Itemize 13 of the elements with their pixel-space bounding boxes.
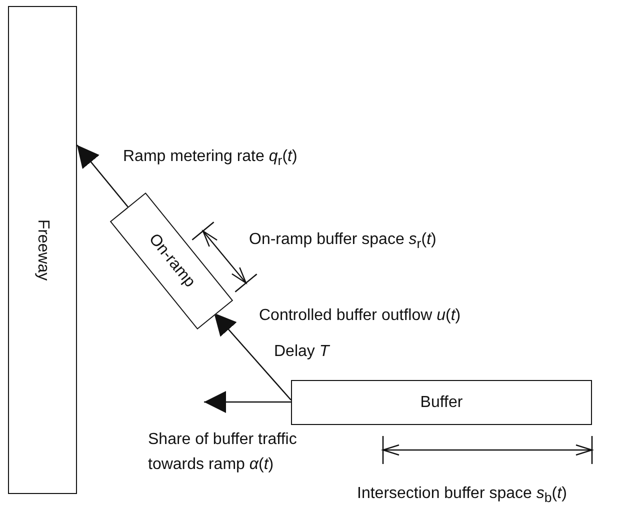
edge-label: Share of buffer traffic towards ramp α(t) [148,430,298,475]
dimension-label: Intersection buffer space s$_{b}$(t) [357,484,567,508]
edge-label: Controlled buffer outflow u(t) [259,306,462,326]
arrow [204,391,291,413]
road-box [8,6,77,494]
arrow [214,312,292,400]
node-label: Buffer [420,394,463,412]
dimension-label: On-ramp buffer space s$_{r}$(t) [249,230,436,254]
edge-label: Ramp metering rate q$_{r}$(t) [123,147,298,170]
arrow [76,144,128,208]
delay-label: Delay T [274,342,330,362]
node-label: Freeway [34,219,52,281]
process-box [291,380,592,425]
